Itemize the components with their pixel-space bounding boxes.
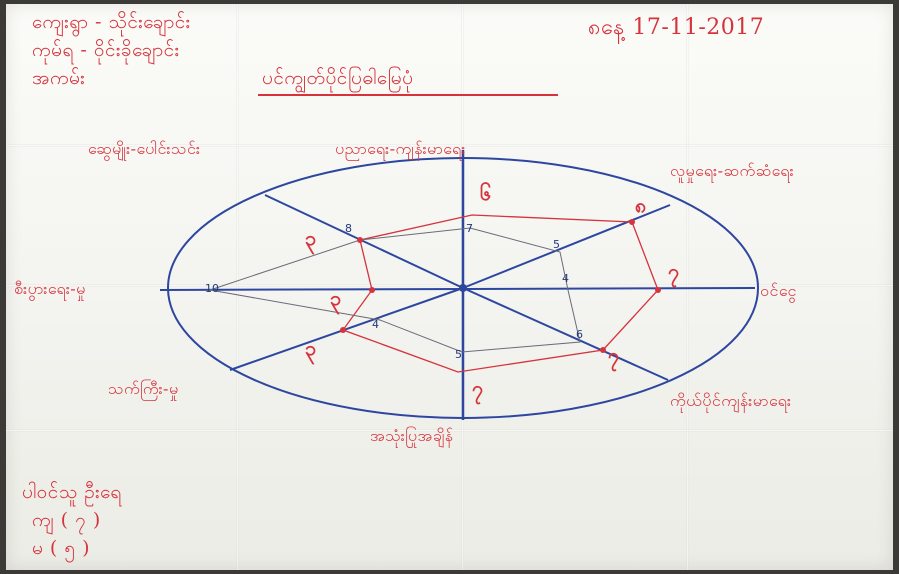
- blue-score-top: 7: [466, 222, 473, 235]
- score-point: [600, 347, 606, 353]
- spoke-line: [265, 195, 463, 288]
- blue-score-bottom: 5: [455, 348, 462, 361]
- blue-score-top-right: 5: [553, 238, 560, 251]
- label-bottom-left: သက်ကြီး-မှု: [108, 378, 179, 402]
- blue-score-top-left: 8: [345, 222, 352, 235]
- red-score-bottom: ၇: [472, 376, 483, 405]
- blue-score-bottom-right: 6: [576, 328, 583, 341]
- red-score-bottom-left: ၃: [305, 336, 316, 365]
- red-score-left: ၃: [330, 286, 341, 315]
- header-township: ကုမ်ရ - ဝိုင်းခိုချောင်း: [32, 38, 180, 66]
- footer-female: မ ( ၅ ): [32, 536, 90, 564]
- score-point: [369, 287, 375, 293]
- score-point: [629, 219, 635, 225]
- header-village: ကျေးရွာ - သိုင်းချောင်း: [32, 10, 191, 38]
- title-underline: [258, 94, 558, 96]
- label-top-left: ဆွေမျိုး-ပေါင်းသင်း: [88, 138, 208, 162]
- red-score-top: ၆: [480, 181, 491, 205]
- header-label: အကမ်း: [32, 66, 85, 94]
- label-left: စီးပွားရေး-မှု: [14, 278, 86, 302]
- score-point: [340, 327, 346, 333]
- wheel-center: [459, 284, 467, 292]
- score-point: [655, 287, 661, 293]
- label-bottom-right: ကိုယ်ပိုင်ကျန်းမာရေး: [670, 390, 860, 414]
- label-top: ပညာရေး-ကျန်းမာရေး: [335, 138, 466, 162]
- score-point: [357, 237, 363, 243]
- label-top-right: လူမှုရေး-ဆက်ဆံရေး: [670, 160, 794, 184]
- blue-score-right: 4: [562, 272, 569, 285]
- footer-male: ကျ ( ၇ ): [32, 508, 101, 536]
- red-score-right: ၇: [668, 259, 679, 288]
- header-date: ၈နေ့ 17-11-2017: [588, 12, 764, 45]
- blue-score-bottom-left: 4: [372, 318, 379, 331]
- red-score-top-right: ၈: [635, 193, 646, 217]
- blue-score-left: 10: [205, 282, 219, 295]
- footer-participants: ပါဝင်သူ ဦးရေ: [22, 480, 122, 508]
- spoke-line: [230, 288, 463, 370]
- label-right: ဝင်ငွေ: [760, 280, 797, 304]
- header-title: ပင်ကျွတ်ပိုင်ပြဓါမြေပုံ: [262, 66, 413, 94]
- label-bottom: အသုံးပြုအချိန်: [370, 425, 454, 449]
- red-score-top-left: ၃: [305, 226, 316, 255]
- red-score-bottom-right: ၇: [608, 343, 619, 372]
